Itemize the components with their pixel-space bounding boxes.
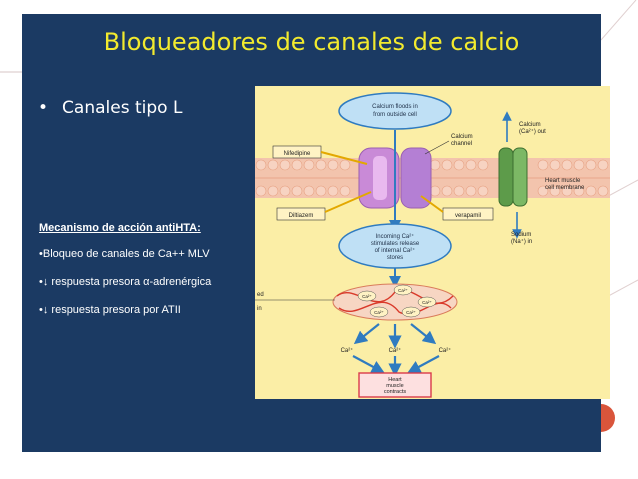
calcium-channel-protein: [358, 147, 432, 209]
slide-title: Bloqueadores de canales de calcio: [103, 28, 520, 56]
calcium-channel-line1: Calcium: [451, 134, 473, 140]
contracts-line2: muscle: [386, 383, 403, 389]
calcium-out-line2: (Ca²⁺) out: [519, 128, 546, 135]
incoming-line2: stimulates release: [371, 241, 420, 247]
store-ca-1: Ca²⁺: [362, 294, 372, 299]
bullet-canales: • Canales tipo L: [38, 98, 182, 118]
calcium-floods-bubble: [338, 92, 452, 130]
verapamil-label-box: [442, 207, 494, 221]
calcium-floods-line2: from outside cell: [373, 112, 417, 118]
converge-arrow-right: [407, 355, 440, 374]
store-ca-4: Ca²⁺: [374, 310, 384, 315]
converge-arrow-left: [352, 355, 385, 374]
free-ca-right: Ca²⁺: [439, 347, 452, 354]
nifedipine-label: Nifedipine: [284, 151, 311, 157]
mechanism-list: Mecanismo de acción antiHTA: •Bloqueo de…: [39, 222, 211, 332]
page-dot-icon: [601, 404, 615, 432]
nifedipine-pointer: [320, 151, 368, 165]
calcium-out-line1: Calcium: [519, 122, 541, 128]
verapamil-label: verapamil: [455, 213, 481, 219]
diltiazem-label: Diltiazem: [289, 213, 314, 219]
store-ca-5: Ca²⁺: [406, 310, 416, 315]
heart-membrane-line1: Heart muscle: [545, 178, 581, 184]
release-arrow-right: [410, 323, 437, 345]
verapamil-pointer: [420, 195, 444, 213]
mechanism-item-3: •↓ respuesta presora por ATII: [39, 304, 181, 316]
bullet-dot-icon: •: [38, 98, 49, 118]
sodium-in-line1: Sodium: [511, 232, 531, 238]
free-ca-middle: Ca²⁺: [389, 347, 402, 354]
calcium-channel-figure: Calcium floods in from outside cell Nife…: [255, 86, 610, 399]
diltiazem-pointer: [324, 191, 372, 213]
bullet-text: Canales tipo L: [62, 98, 183, 118]
store-ca-2: Ca²⁺: [398, 288, 408, 293]
incoming-line1: Incoming Ca²⁺: [376, 233, 415, 240]
slide: Bloqueadores de canales de calcio • Canal…: [22, 14, 610, 452]
diltiazem-label-box: [276, 207, 326, 221]
mechanism-item-1: •Bloqueo de canales de Ca++ MLV: [39, 248, 210, 260]
contracts-box: [358, 372, 432, 398]
release-arrow-left: [353, 323, 380, 345]
heart-membrane-line2: cell membrane: [545, 185, 585, 191]
store-ca-3: Ca²⁺: [422, 300, 432, 305]
sodium-in-line2: (Na⁺) in: [511, 238, 532, 245]
mechanism-heading: Mecanismo de acción antiHTA:: [39, 222, 201, 234]
contracts-line3: contracts: [384, 389, 407, 395]
sodium-calcium-exchanger: [498, 111, 528, 239]
channel-pointer: [424, 140, 450, 155]
internal-stores: Ca²⁺ Ca²⁺ Ca²⁺ Ca²⁺ Ca²⁺: [332, 283, 458, 321]
incoming-line4: stores: [387, 255, 403, 261]
contracts-line1: Heart: [388, 377, 402, 383]
incoming-line3: of internal Ca²⁺: [375, 247, 416, 254]
side-fragment-line1: ed: [257, 292, 264, 298]
mechanism-item-2: •↓ respuesta presora α-adrenérgica: [39, 276, 212, 288]
side-fragment-line2: in: [257, 306, 262, 312]
calcium-floods-line1: Calcium floods in: [372, 104, 418, 110]
free-ca-left: Ca²⁺: [341, 347, 354, 354]
calcium-channel-line2: channel: [451, 141, 472, 147]
